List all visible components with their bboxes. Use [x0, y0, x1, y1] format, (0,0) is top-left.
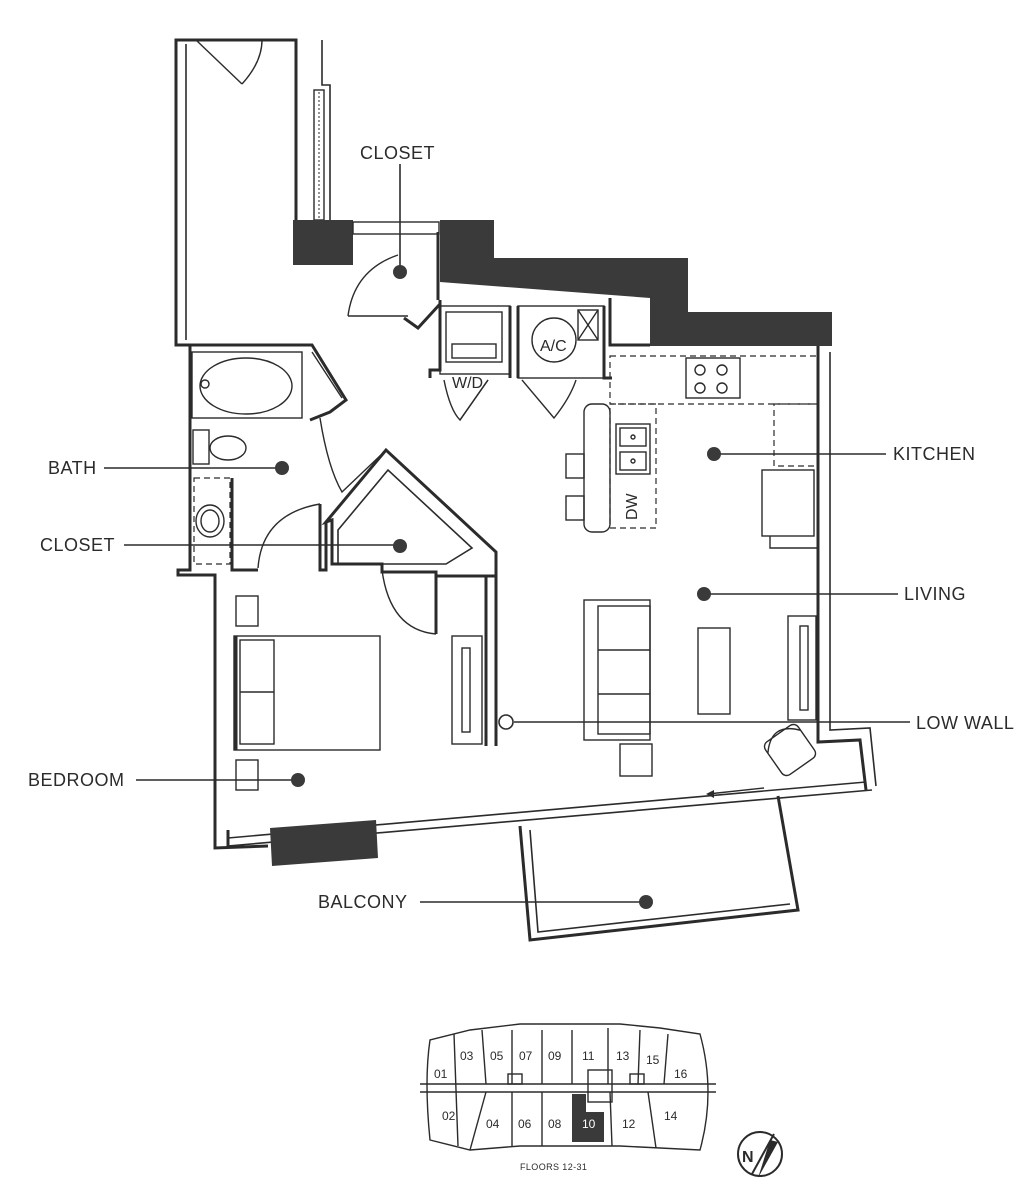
unit-03: 03	[460, 1049, 474, 1063]
unit-09: 09	[548, 1049, 562, 1063]
room-labels: CLOSET BATH CLOSET BEDROOM BALCONY KITCH…	[28, 143, 1014, 912]
unit-15: 15	[646, 1053, 660, 1067]
label-closet-top: CLOSET	[360, 143, 435, 163]
label-bath: BATH	[48, 458, 97, 478]
label-balcony: BALCONY	[318, 892, 408, 912]
exterior-walls	[174, 38, 877, 850]
unit-11: 11	[582, 1049, 595, 1063]
unit-02: 02	[442, 1109, 456, 1123]
structural-columns	[270, 220, 832, 866]
entry-door	[195, 39, 263, 85]
fixture-labels: W/D A/C DW	[452, 338, 641, 520]
balcony	[518, 795, 800, 942]
walk-in-closet	[321, 447, 498, 746]
label-closet-mid: CLOSET	[40, 535, 115, 555]
laundry-closet	[428, 300, 512, 422]
label-living: LIVING	[904, 584, 966, 604]
label-ac: A/C	[540, 338, 567, 355]
kitchen	[565, 355, 819, 549]
key-plan: 01 02 03 04 05 06 07 08 09 10 11 12 13 1…	[420, 1023, 716, 1172]
unit-01: 01	[434, 1067, 448, 1081]
top-closet	[347, 221, 442, 330]
unit-05: 05	[490, 1049, 504, 1063]
unit-08: 08	[548, 1117, 562, 1131]
unit-13: 13	[616, 1049, 630, 1063]
bedroom-furniture	[233, 595, 381, 791]
unit-16: 16	[674, 1067, 688, 1081]
ac-closet	[516, 298, 650, 420]
bath	[190, 343, 385, 572]
floors-caption: FLOORS 12-31	[520, 1162, 587, 1172]
unit-04: 04	[486, 1117, 500, 1131]
label-washer-dryer: W/D	[452, 375, 483, 392]
label-dishwasher: DW	[624, 492, 641, 520]
unit-07: 07	[519, 1049, 533, 1063]
label-low-wall: LOW WALL	[916, 713, 1014, 733]
unit-14: 14	[664, 1109, 678, 1123]
unit-06: 06	[518, 1117, 532, 1131]
label-kitchen: KITCHEN	[893, 444, 976, 464]
label-bedroom: BEDROOM	[28, 770, 125, 790]
unit-10: 10	[582, 1117, 596, 1131]
north-arrow-icon: N	[737, 1131, 783, 1178]
compass-north: N	[742, 1149, 754, 1166]
living-furniture	[583, 599, 817, 798]
unit-12: 12	[622, 1117, 636, 1131]
